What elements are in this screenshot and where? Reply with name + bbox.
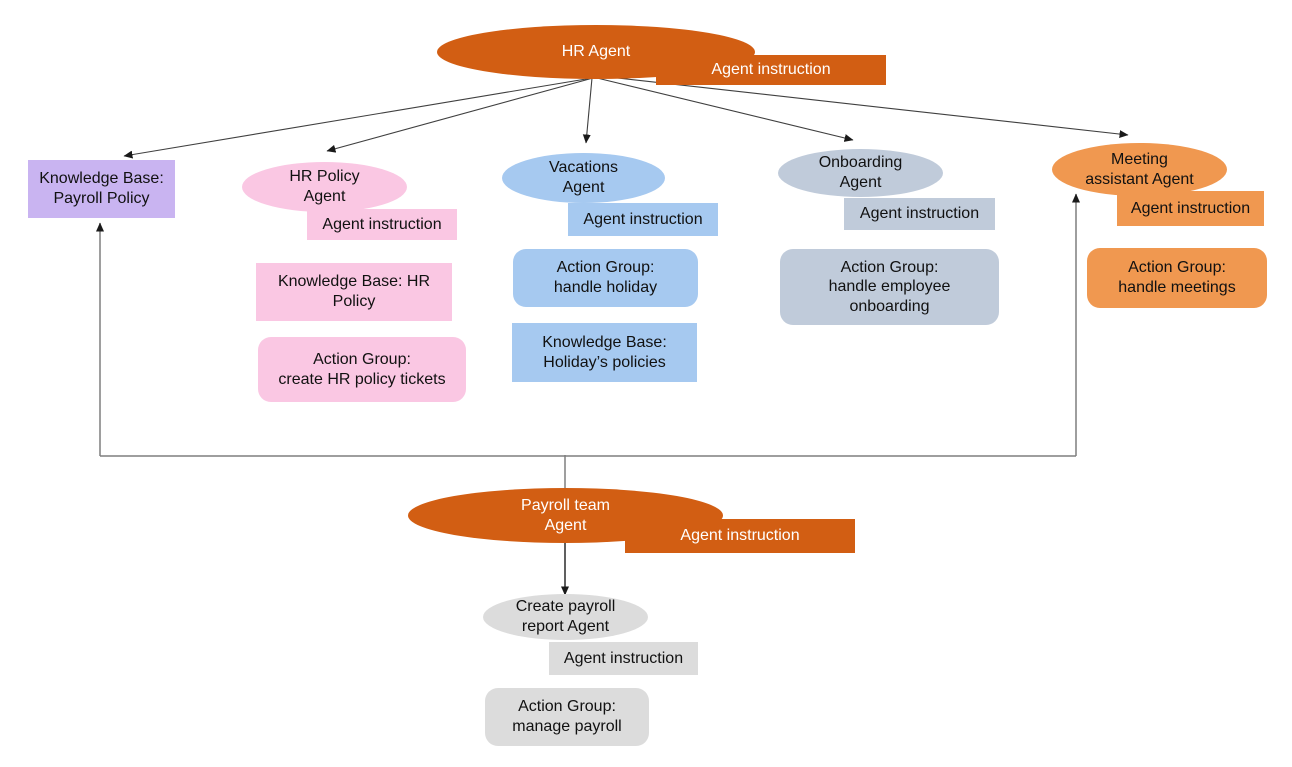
- node-onboarding-instruction: Agent instruction: [844, 198, 995, 230]
- node-hr-policy-instruction: Agent instruction: [307, 209, 457, 240]
- node-action-group-handle-meetings: Action Group: handle meetings: [1087, 248, 1267, 308]
- node-kb-hr-policy: Knowledge Base: HR Policy: [256, 263, 452, 321]
- node-payroll-instruction: Agent instruction: [625, 519, 855, 553]
- node-action-group-handle-holiday: Action Group: handle holiday: [513, 249, 698, 307]
- node-create-payroll-instruction: Agent instruction: [549, 642, 698, 675]
- node-hr-policy-agent: HR Policy Agent: [242, 162, 407, 212]
- node-action-group-manage-payroll: Action Group: manage payroll: [485, 688, 649, 746]
- node-kb-payroll-policy: Knowledge Base: Payroll Policy: [28, 160, 175, 218]
- node-meeting-instruction: Agent instruction: [1117, 191, 1264, 226]
- node-kb-holidays-policies: Knowledge Base: Holiday’s policies: [512, 323, 697, 382]
- node-hr-agent-instruction: Agent instruction: [656, 55, 886, 85]
- node-action-group-handle-onboarding: Action Group: handle employee onboarding: [780, 249, 999, 325]
- node-vacations-instruction: Agent instruction: [568, 203, 718, 236]
- node-onboarding-agent: Onboarding Agent: [778, 149, 943, 197]
- fan-arrows: [123, 75, 1129, 159]
- node-vacations-agent: Vacations Agent: [502, 153, 665, 203]
- node-payroll-team-agent: Payroll team Agent: [408, 488, 723, 543]
- node-action-group-hr-policy-tickets: Action Group: create HR policy tickets: [258, 337, 466, 402]
- node-create-payroll-report-agent: Create payroll report Agent: [483, 594, 648, 640]
- node-meeting-assistant-agent: Meeting assistant Agent: [1052, 143, 1227, 196]
